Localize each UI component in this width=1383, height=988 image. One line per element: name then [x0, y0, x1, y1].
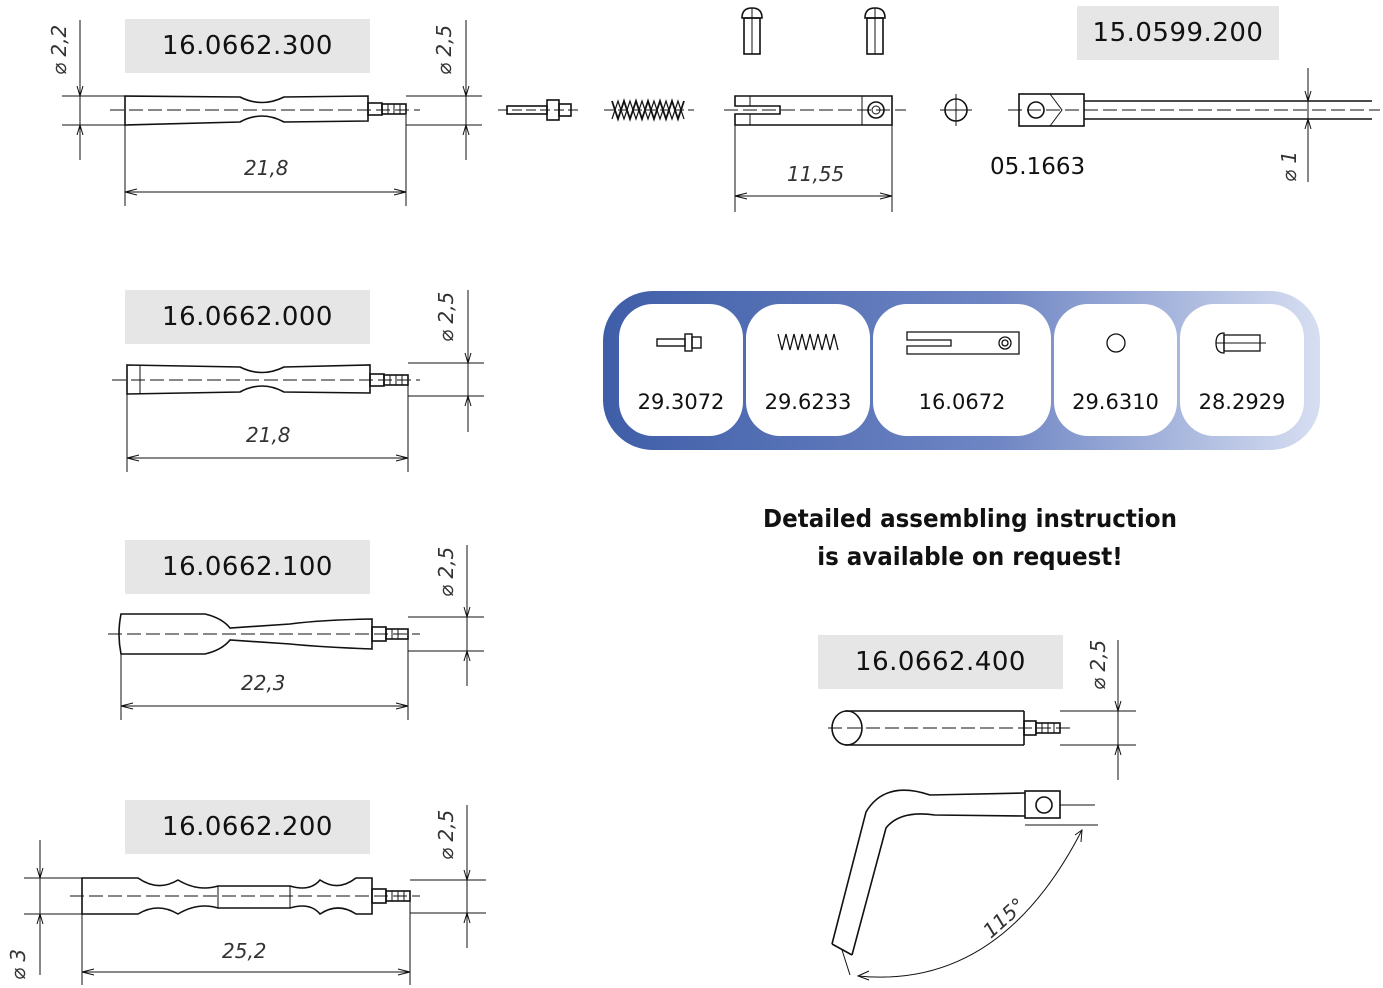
diameter-dimension: ⌀ 2,5	[434, 546, 458, 597]
part-code-label: 16.0662.100	[125, 540, 370, 594]
part-code-label: 16.0662.000	[125, 290, 370, 344]
part-code-label: 16.0662.200	[125, 800, 370, 854]
diameter-dimension: ⌀ 2,5	[432, 24, 456, 75]
note-line: Detailed assembling instruction	[763, 504, 1177, 533]
spare-part-card: 29.6310	[1054, 304, 1177, 436]
spare-part-code: 28.2929	[1198, 390, 1286, 414]
spare-part-card: 29.3072	[619, 304, 743, 436]
note-line: is available on request!	[817, 542, 1123, 571]
exploded-assembly	[498, 7, 1380, 212]
part-code-label: 16.0662.400	[818, 635, 1063, 689]
spare-part-card: 28.2929	[1180, 304, 1304, 436]
part-drawing-16-0662-400	[828, 640, 1136, 981]
part-drawing-16-0662-200	[24, 805, 486, 985]
ball-code-label: 05.1663	[990, 154, 1086, 180]
diameter-dimension: ⌀ 2,5	[434, 291, 458, 342]
length-dimension: 22,3	[241, 671, 286, 695]
diameter-dimension: ⌀ 3	[6, 948, 30, 980]
diameter-dimension: ⌀ 2,5	[434, 809, 458, 860]
diameter-dimension: ⌀ 2,5	[1086, 639, 1110, 690]
diameter-dimension: ⌀ 2,2	[47, 24, 71, 75]
assembly-note: Detailed assembling instruction is avail…	[685, 500, 1255, 576]
screw-icon	[1215, 332, 1266, 354]
spare-part-code: 16.0672	[918, 390, 1006, 414]
spare-part-code: 29.3072	[637, 390, 725, 414]
holder-icon	[906, 331, 1020, 355]
spare-part-card: 29.6233	[746, 304, 870, 436]
part-drawing-16-0662-000	[112, 290, 484, 472]
pin-icon	[656, 333, 702, 352]
diameter-dimension: ⌀ 1	[1277, 150, 1301, 182]
length-dimension: 21,8	[244, 156, 289, 180]
part-drawing-16-0662-300	[62, 20, 482, 206]
spare-part-code: 29.6233	[764, 390, 852, 414]
part-drawing-16-0662-100	[108, 545, 484, 720]
length-dimension: 25,2	[222, 939, 267, 963]
spring-icon	[777, 333, 839, 351]
spare-part-code: 29.6310	[1072, 390, 1159, 414]
rod-code-label: 15.0599.200	[1077, 6, 1279, 60]
length-dimension: 21,8	[246, 423, 291, 447]
ball-icon	[1106, 333, 1126, 353]
part-code-label: 16.0662.300	[125, 19, 370, 73]
spare-part-card: 16.0672	[873, 304, 1051, 436]
spare-parts-bar: 29.3072 29.6233 16.0672 29.6310 28.2929	[603, 291, 1320, 450]
length-dimension: 11,55	[787, 162, 845, 186]
